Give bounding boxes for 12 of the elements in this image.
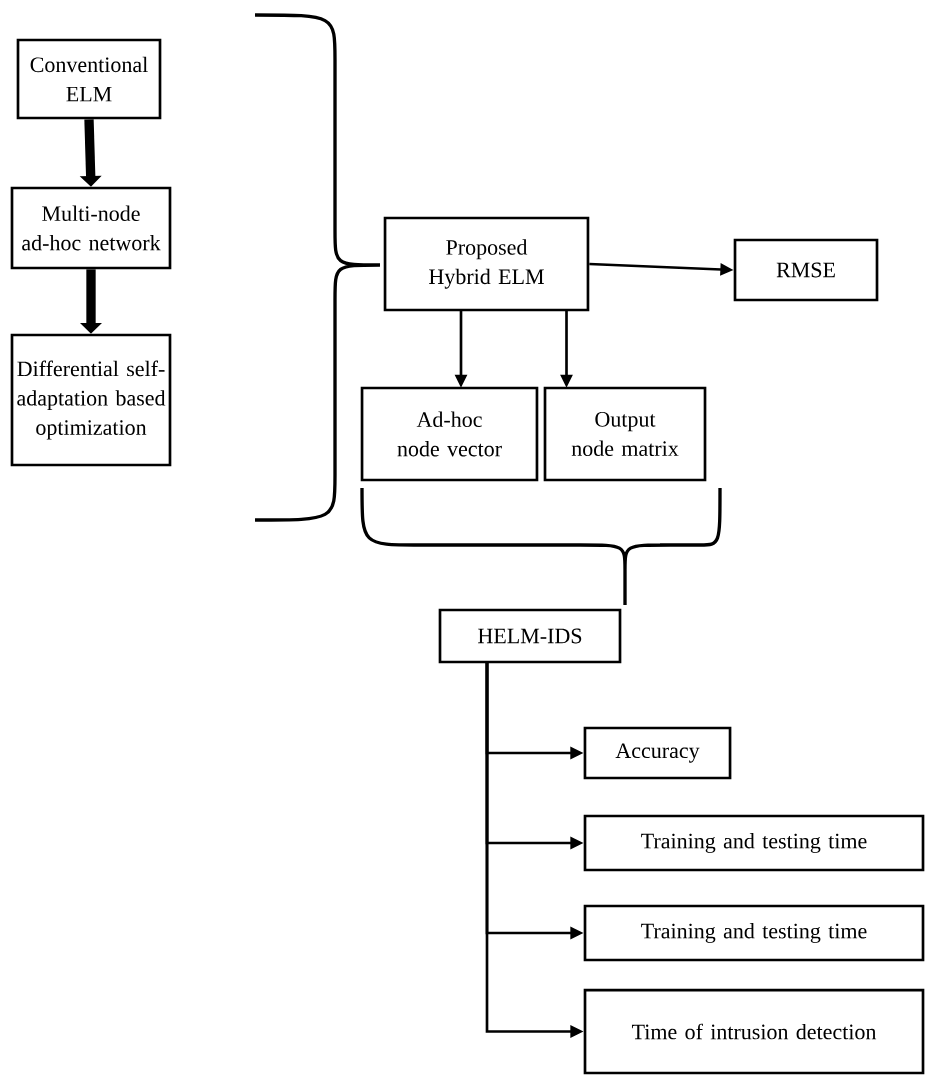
- process-box: HELM-IDS: [438, 608, 622, 664]
- process-box: Conventional ELM: [16, 38, 162, 120]
- process-box: Proposed Hybrid ELM: [383, 216, 590, 312]
- process-box: Training and testing time: [583, 904, 925, 962]
- process-box: Time of intrusion detection: [583, 988, 925, 1075]
- process-box: Output node matrix: [543, 386, 707, 482]
- process-box: Accuracy: [583, 726, 732, 780]
- process-box: Training and testing time: [583, 814, 925, 872]
- process-box: Multi-node ad-hoc network: [10, 186, 172, 270]
- process-box: Differential self-adaptation based optimization: [10, 333, 172, 467]
- process-box: Ad-hoc node vector: [360, 386, 539, 482]
- process-box: RMSE: [733, 238, 879, 302]
